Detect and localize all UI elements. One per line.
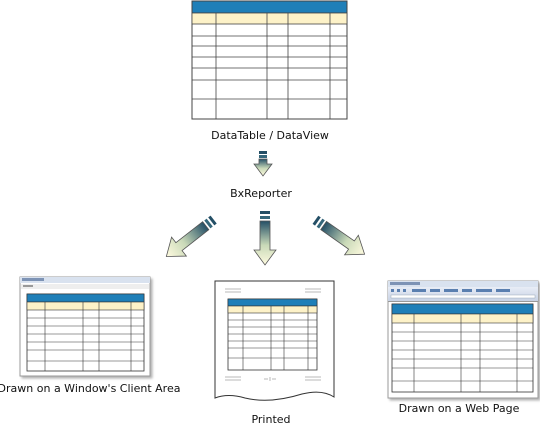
source-table bbox=[191, 0, 348, 120]
source-table-header-bar bbox=[191, 0, 348, 14]
printed-page bbox=[214, 280, 335, 401]
window-thumbnail bbox=[19, 276, 151, 377]
arrow-down-center-icon bbox=[253, 211, 277, 266]
arrow-down-left-icon bbox=[165, 215, 217, 257]
web-output-label: Drawn on a Web Page bbox=[399, 402, 520, 415]
web-page-thumbnail bbox=[387, 280, 539, 399]
arrow-down-icon bbox=[253, 151, 273, 177]
engine-label: BxReporter bbox=[230, 187, 292, 200]
window-output-label: Drawn on a Window's Client Area bbox=[0, 382, 180, 395]
printed-output-label: Printed bbox=[251, 413, 290, 426]
source-table-column-header bbox=[191, 12, 348, 25]
browser-title-bar bbox=[388, 281, 538, 287]
arrow-down-right-icon bbox=[312, 215, 366, 256]
source-label: DataTable / DataView bbox=[211, 129, 329, 142]
window-title-bar bbox=[20, 277, 150, 283]
